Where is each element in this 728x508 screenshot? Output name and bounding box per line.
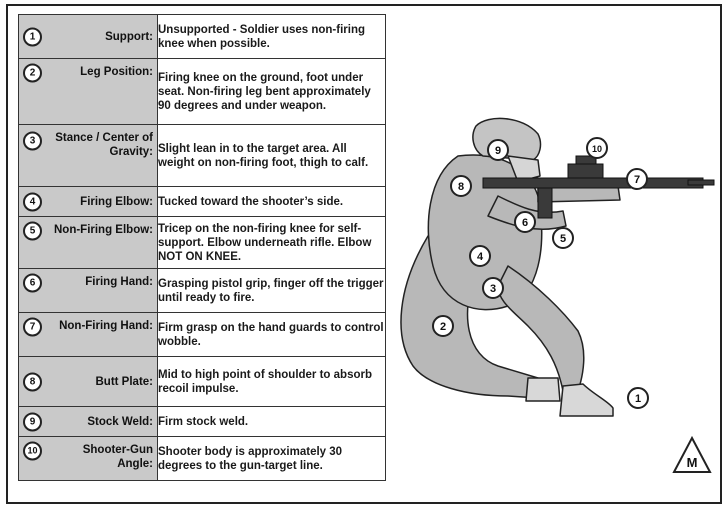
svg-text:5: 5 [560, 233, 566, 245]
callout-10: 10 [587, 138, 607, 158]
callout-8: 8 [451, 176, 471, 196]
step-description: Unsupported - Soldier uses non-firing kn… [158, 15, 386, 59]
step-number-badge: 5 [23, 222, 42, 241]
step-description: Firm stock weld. [158, 407, 386, 437]
callout-3: 3 [483, 278, 503, 298]
svg-text:4: 4 [477, 251, 484, 263]
svg-text:1: 1 [635, 393, 641, 405]
callout-2: 2 [433, 316, 453, 336]
step-description: Shooter body is approximately 30 degrees… [158, 437, 386, 481]
step-description: Slight lean in to the target area. All w… [158, 125, 386, 187]
step-description: Firing knee on the ground, foot under se… [158, 59, 386, 125]
step-number-badge: 1 [23, 27, 42, 46]
step-description: Tricep on the non-firing knee for self-s… [158, 217, 386, 269]
svg-text:M: M [687, 455, 698, 470]
svg-text:9: 9 [495, 145, 501, 157]
svg-text:2: 2 [440, 321, 446, 333]
step-description: Grasping pistol grip, finger off the tri… [158, 269, 386, 313]
step-number-badge: 7 [23, 318, 42, 337]
step-number-badge: 6 [23, 274, 42, 293]
step-number-badge: 9 [23, 412, 42, 431]
svg-text:8: 8 [458, 181, 464, 193]
callout-7: 7 [627, 169, 647, 189]
svg-text:7: 7 [634, 174, 640, 186]
step-description: Mid to high point of shoulder to absorb … [158, 357, 386, 407]
marksmanship-badge: M [674, 438, 710, 472]
step-number-badge: 4 [23, 192, 42, 211]
callout-9: 9 [488, 140, 508, 160]
callout-4: 4 [470, 246, 490, 266]
step-number-badge: 8 [23, 372, 42, 391]
step-description: Tucked toward the shooter’s side. [158, 187, 386, 217]
step-number-badge: 3 [23, 132, 42, 151]
callout-1: 1 [628, 388, 648, 408]
svg-text:6: 6 [522, 217, 528, 229]
callout-5: 5 [553, 228, 573, 248]
step-number-badge: 10 [23, 442, 42, 461]
step-number-badge: 2 [23, 64, 42, 83]
step-description: Firm grasp on the hand guards to control… [158, 313, 386, 357]
kneeling-soldier-figure: 9 10 8 7 6 5 4 3 2 1 M [388, 116, 718, 496]
svg-text:3: 3 [490, 283, 496, 295]
svg-text:10: 10 [592, 144, 602, 154]
callout-6: 6 [515, 212, 535, 232]
